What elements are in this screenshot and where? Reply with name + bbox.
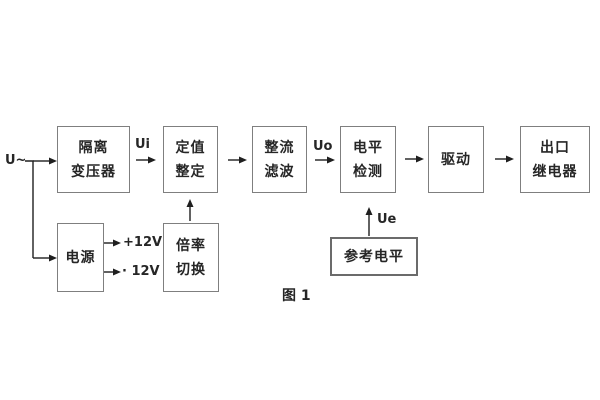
arrow-level-to-driver bbox=[405, 155, 424, 163]
arrow-power-plus12 bbox=[104, 239, 121, 247]
arrow-input-to-power bbox=[33, 254, 57, 262]
block-setpoint-setting: 定值 整定 bbox=[163, 126, 218, 193]
figure-caption: 图 1 bbox=[282, 288, 311, 304]
block-output-relay: 出口 继电器 bbox=[520, 126, 590, 193]
block-ratio-switch: 倍率 切换 bbox=[163, 223, 219, 292]
block-isolation-transformer: 隔离 变压器 bbox=[57, 126, 130, 193]
block-driver-line1: 驱动 bbox=[441, 151, 471, 168]
block-power-supply-line1: 电源 bbox=[65, 249, 96, 266]
arrow-setting-to-rectifier bbox=[228, 156, 247, 164]
block-rectifier-filter-line2: 滤波 bbox=[264, 163, 295, 180]
block-reference-level: 参考电平 bbox=[330, 237, 418, 276]
arrow-power-minus12 bbox=[104, 268, 121, 276]
block-level-detection-line1: 电平 bbox=[353, 139, 383, 156]
block-reference-level-line1: 参考电平 bbox=[344, 248, 404, 265]
block-ratio-switch-line2: 切换 bbox=[176, 261, 206, 278]
arrow-driver-to-relay bbox=[495, 155, 514, 163]
block-level-detection-line2: 检测 bbox=[353, 163, 383, 180]
label-ue: Ue bbox=[377, 212, 397, 227]
block-setpoint-setting-line2: 整定 bbox=[175, 163, 206, 180]
label-plus-12v: +12V bbox=[123, 235, 163, 250]
arrow-input-to-isolation bbox=[33, 157, 57, 165]
arrow-reference-to-level bbox=[365, 207, 373, 236]
label-input-voltage: U~ bbox=[5, 153, 27, 168]
block-power-supply: 电源 bbox=[57, 223, 104, 292]
label-ui: Ui bbox=[135, 137, 151, 152]
block-ratio-switch-line1: 倍率 bbox=[176, 237, 206, 254]
arrow-ratio-to-setting bbox=[186, 199, 194, 221]
label-uo: Uo bbox=[313, 139, 333, 154]
block-output-relay-line2: 继电器 bbox=[532, 163, 578, 180]
block-setpoint-setting-line1: 定值 bbox=[175, 139, 206, 156]
block-output-relay-line1: 出口 bbox=[540, 139, 570, 156]
block-driver: 驱动 bbox=[428, 126, 484, 193]
block-isolation-transformer-line1: 隔离 bbox=[78, 139, 109, 156]
arrow-ui bbox=[136, 156, 156, 164]
block-rectifier-filter: 整流 滤波 bbox=[252, 126, 307, 193]
block-level-detection: 电平 检测 bbox=[340, 126, 396, 193]
arrow-uo bbox=[315, 156, 335, 164]
block-isolation-transformer-line2: 变压器 bbox=[71, 163, 116, 180]
label-minus-12v: · 12V bbox=[122, 264, 160, 279]
input-connector-line bbox=[25, 160, 34, 258]
block-rectifier-filter-line1: 整流 bbox=[264, 139, 295, 156]
